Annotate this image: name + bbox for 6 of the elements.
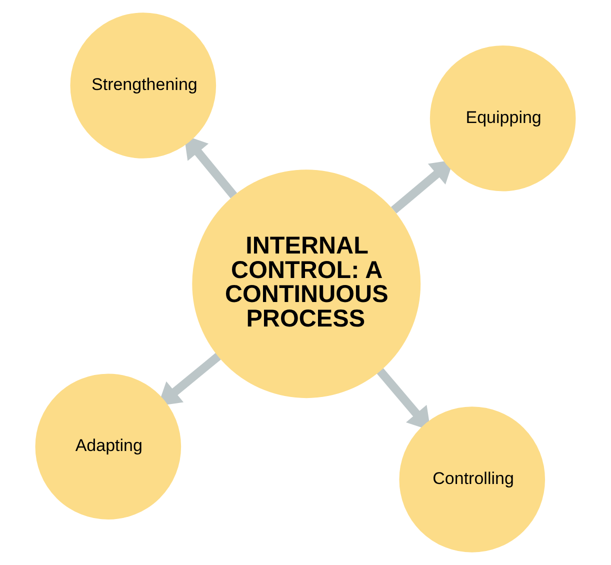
arrow xyxy=(376,368,431,430)
node-circle: Strengthening xyxy=(70,12,216,158)
node-circle: Equipping xyxy=(430,45,576,192)
node-circle: Controlling xyxy=(399,406,546,552)
node-circle: Adapting xyxy=(35,374,182,520)
node-circle: INTERNAL CONTROL: A CONTINUOUS PROCESS xyxy=(192,170,421,398)
